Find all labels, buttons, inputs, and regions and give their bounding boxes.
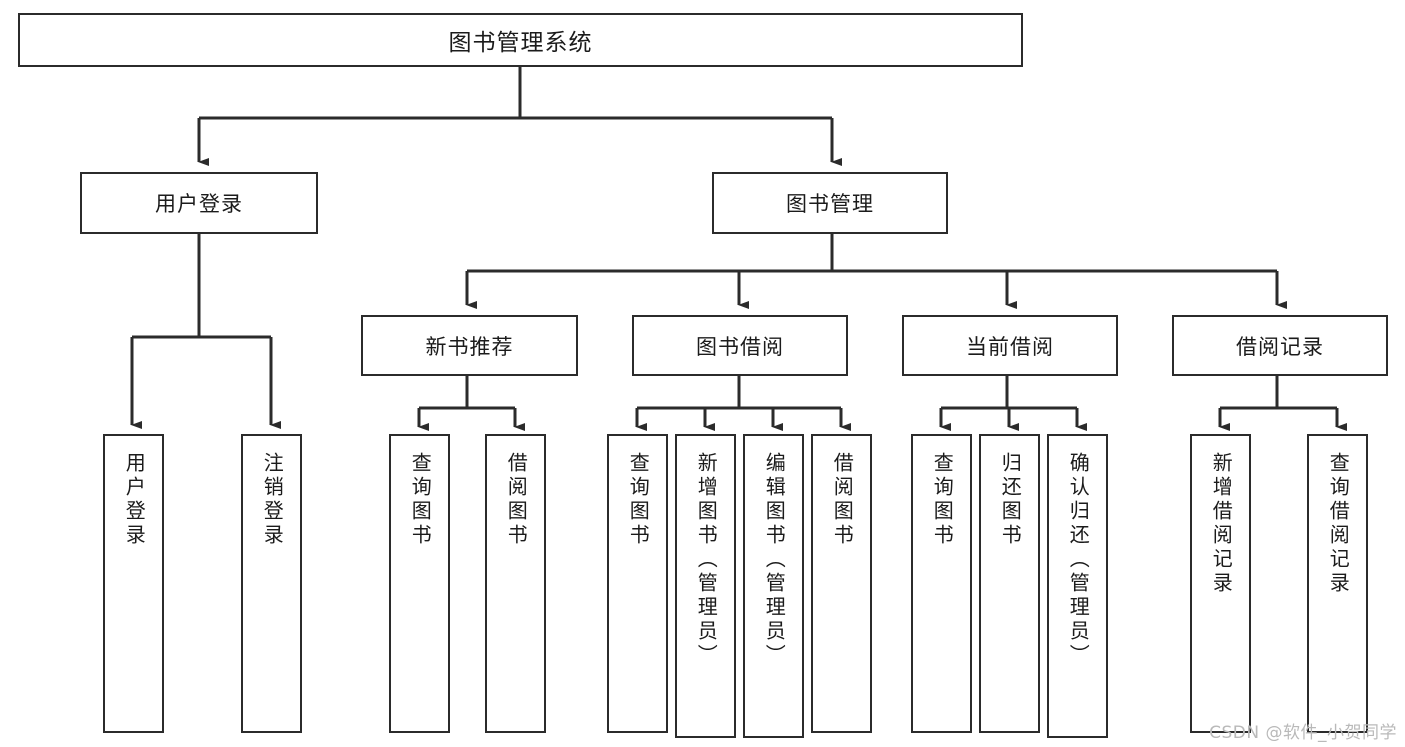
node-label: 借阅记录 (1236, 334, 1324, 359)
leaf-current-borrow-query[interactable]: 查询图书 (911, 434, 972, 733)
node-label: 借阅图书 (830, 452, 855, 548)
node-new-book-recommend[interactable]: 新书推荐 (361, 315, 578, 376)
edge-group-user-login (130, 234, 281, 429)
edge-group-borrow-record (1218, 376, 1347, 431)
node-label: 查询图书 (408, 452, 433, 548)
edge-group-root (197, 67, 842, 166)
node-label: 注销登录 (260, 452, 285, 548)
csdn-watermark: CSDN @软件_小贺同学 (1209, 723, 1397, 743)
leaf-book-borrow-edit-admin[interactable]: 编辑图书（管理员） (743, 434, 804, 738)
leaf-borrow-record-add[interactable]: 新增借阅记录 (1190, 434, 1251, 733)
node-label: 图书借阅 (696, 334, 784, 359)
node-label: 用户登录 (155, 192, 243, 216)
leaf-user-login-login[interactable]: 用户登录 (103, 434, 164, 733)
node-label: 当前借阅 (966, 334, 1054, 359)
node-label: 确认归还（管理员） (1066, 452, 1091, 668)
edge-group-book-borrow (635, 376, 851, 431)
node-current-borrow[interactable]: 当前借阅 (902, 315, 1118, 376)
leaf-book-borrow-borrow[interactable]: 借阅图书 (811, 434, 872, 733)
node-label: 编辑图书（管理员） (762, 452, 787, 668)
node-label: 图书管理系统 (448, 30, 593, 56)
edge-group-new-book (417, 376, 525, 431)
leaf-borrow-record-query[interactable]: 查询借阅记录 (1307, 434, 1368, 733)
leaf-new-book-query[interactable]: 查询图书 (389, 434, 450, 733)
node-label: 查询借阅记录 (1326, 452, 1351, 596)
leaf-user-login-logout[interactable]: 注销登录 (241, 434, 302, 733)
node-borrow-record[interactable]: 借阅记录 (1172, 315, 1388, 376)
node-user-login[interactable]: 用户登录 (80, 172, 318, 234)
node-root-system[interactable]: 图书管理系统 (18, 13, 1023, 67)
node-label: 新书推荐 (425, 334, 514, 359)
node-label: 用户登录 (122, 452, 147, 548)
node-book-management[interactable]: 图书管理 (712, 172, 948, 234)
node-book-borrow[interactable]: 图书借阅 (632, 315, 848, 376)
node-label: 图书管理 (786, 192, 874, 216)
leaf-book-borrow-query[interactable]: 查询图书 (607, 434, 668, 733)
edge-group-book-manage (465, 234, 1287, 309)
leaf-current-borrow-confirm-admin[interactable]: 确认归还（管理员） (1047, 434, 1108, 738)
leaf-book-borrow-add-admin[interactable]: 新增图书（管理员） (675, 434, 736, 738)
node-label: 新增借阅记录 (1209, 452, 1234, 596)
node-label: 查询图书 (626, 452, 651, 548)
node-label: 查询图书 (930, 452, 955, 548)
leaf-new-book-borrow[interactable]: 借阅图书 (485, 434, 546, 733)
node-label: 借阅图书 (504, 452, 529, 548)
node-label: 新增图书（管理员） (694, 452, 719, 668)
edge-group-current-borrow (939, 376, 1087, 431)
leaf-current-borrow-return[interactable]: 归还图书 (979, 434, 1040, 733)
node-label: 归还图书 (998, 452, 1023, 548)
